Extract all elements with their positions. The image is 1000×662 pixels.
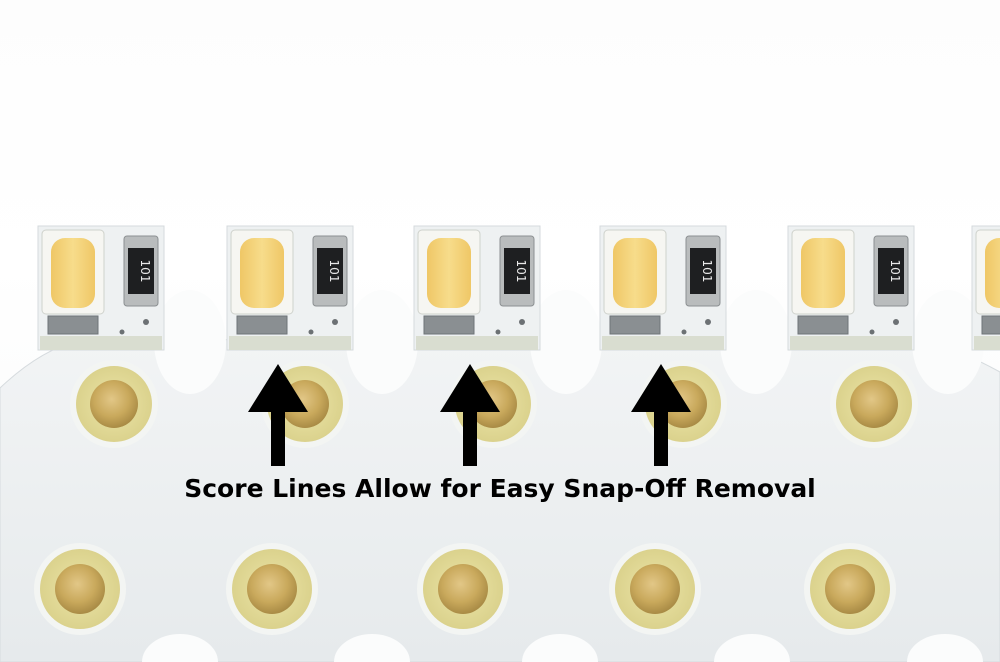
led-module: 101 [787, 225, 915, 351]
via-hole [893, 319, 899, 325]
pad-gold [90, 380, 138, 428]
pad-gold [630, 564, 680, 614]
arrow-up-icon [440, 364, 500, 466]
led-contact [236, 315, 288, 335]
led-contact [423, 315, 475, 335]
via-hole [119, 329, 125, 335]
resistor-body [504, 248, 530, 294]
led-modules: 101 101 101 101 101 101 [37, 225, 1000, 351]
score-line [790, 336, 912, 350]
led-lens [985, 238, 1000, 308]
caption-text: Score Lines Allow for Easy Snap-Off Remo… [184, 474, 816, 503]
arrows [248, 364, 691, 466]
resistor-marking: 101 [700, 260, 714, 283]
resistor-marking: 101 [514, 260, 528, 283]
solder-pad [226, 543, 318, 635]
solder-pad [34, 543, 126, 635]
pad-gold [825, 564, 875, 614]
arrow-up-icon [248, 364, 308, 466]
led-module: 101 [599, 225, 727, 351]
via-hole [681, 329, 687, 335]
score-line [974, 336, 1000, 350]
via-hole [519, 319, 525, 325]
via-hole [869, 329, 875, 335]
led-module: 101 [413, 225, 541, 351]
arrow-up-icon [631, 364, 691, 466]
score-line [229, 336, 351, 350]
board-notches [154, 290, 984, 394]
resistor-marking: 101 [327, 260, 341, 283]
resistor-body [690, 248, 716, 294]
board-bottom-notches [142, 634, 983, 662]
resistor-marking: 101 [888, 260, 902, 283]
led-module: 101 [37, 225, 165, 351]
pad-gold [247, 564, 297, 614]
score-line [416, 336, 538, 350]
led-contact [609, 315, 661, 335]
via-hole [705, 319, 711, 325]
led-module: 101 [971, 225, 1000, 351]
led-lens [240, 238, 284, 308]
score-line [40, 336, 162, 350]
score-line [602, 336, 724, 350]
solder-pads-lower [34, 543, 896, 635]
via-hole [332, 319, 338, 325]
led-module: 101 [226, 225, 354, 351]
solder-pad [417, 543, 509, 635]
led-lens [51, 238, 95, 308]
led-lens [613, 238, 657, 308]
via-hole [308, 329, 314, 335]
led-contact [797, 315, 849, 335]
resistor-body [878, 248, 904, 294]
pad-gold [55, 564, 105, 614]
resistor-body [317, 248, 343, 294]
solder-pad [804, 543, 896, 635]
solder-pad [609, 543, 701, 635]
pad-gold [850, 380, 898, 428]
solder-pad [830, 360, 918, 448]
via-hole [495, 329, 501, 335]
via-hole [143, 319, 149, 325]
led-contact [47, 315, 99, 335]
led-lens [801, 238, 845, 308]
solder-pad [70, 360, 158, 448]
resistor-body [128, 248, 154, 294]
led-lens [427, 238, 471, 308]
resistor-marking: 101 [138, 260, 152, 283]
pad-gold [438, 564, 488, 614]
led-contact [981, 315, 1000, 335]
